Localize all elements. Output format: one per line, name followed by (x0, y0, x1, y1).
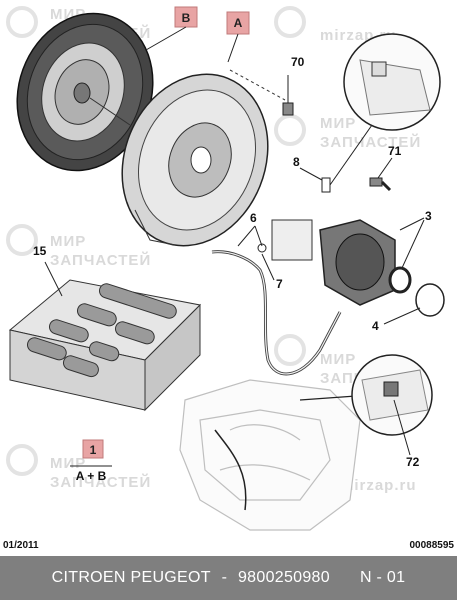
footer-ref: 00088595 (409, 540, 455, 551)
slave-cylinder-drawing (271, 219, 445, 317)
callout-badge (82, 439, 104, 459)
callout-label-70: 70 (291, 55, 305, 69)
callout-label-72: 72 (406, 455, 420, 469)
watermark-text: ЗАПЧАСТЕЙ (50, 473, 151, 491)
callout-label-ab: A + B (76, 469, 107, 483)
callout-label-7: 7 (276, 277, 283, 291)
watermark-text: МИР (320, 115, 356, 132)
callout-label-B: B (182, 11, 191, 25)
callout-label-8: 8 (293, 155, 300, 169)
watermark-text: ЗАПЧАСТЕЙ (50, 251, 151, 269)
pressure-plate-drawing (121, 69, 286, 247)
caption-part-number: 9800250980 (237, 569, 330, 586)
callout-label-A: A (234, 16, 243, 30)
hydraulic-pipe-drawing (211, 243, 342, 376)
leader-line (393, 399, 411, 456)
caption-brand: CITROEN PEUGEOT (51, 569, 211, 586)
leader-line (399, 217, 425, 231)
watermark-text: МИР (50, 455, 86, 472)
caption-bar: CITROEN PEUGEOT - 9800250980 N - 01 (0, 556, 457, 600)
exploded-parts-diagram: МИР ЗАПЧАСТЕЙ mirzap.ru МИР ЗАПЧАСТЕЙ МИ… (6, 6, 445, 531)
leader-line (237, 225, 256, 247)
caption-separator: - (216, 569, 232, 586)
watermark-text: ЗАПЧАСТЕЙ (320, 133, 421, 151)
watermark-logo-icon (6, 6, 306, 476)
leader-line (254, 225, 263, 247)
pin-8-drawing (321, 177, 331, 193)
leader-line (401, 219, 425, 269)
callout-label-71: 71 (388, 144, 402, 158)
callout-label-6: 6 (250, 211, 257, 225)
leader-line (261, 253, 275, 281)
watermark-text: МИР (50, 233, 86, 250)
footer-date: 01/2011 (3, 540, 39, 551)
bolt-71-drawing (369, 177, 392, 192)
bolt-70-drawing (282, 75, 294, 116)
detail-circle-bottom (351, 354, 433, 436)
gearbox-drawing (179, 379, 371, 531)
parts-kit-drawing (8, 279, 202, 412)
detail-circle-top (329, 33, 441, 186)
caption-page: N - 01 (359, 569, 406, 586)
leader-line (377, 157, 393, 179)
watermark-text: МИР (320, 351, 356, 368)
callout-label-15: 15 (33, 244, 47, 258)
callout-label-4: 4 (372, 319, 379, 333)
watermark-site: mirzap.ru (340, 477, 417, 494)
clutch-disc-drawing (16, 12, 154, 172)
leader-line (44, 261, 63, 297)
callout-label-3: 3 (425, 209, 432, 223)
leader-line (227, 33, 239, 63)
leader-line (145, 26, 187, 51)
leader-line (299, 167, 323, 181)
callout-label-1: 1 (90, 443, 97, 457)
leader-line (383, 307, 421, 325)
